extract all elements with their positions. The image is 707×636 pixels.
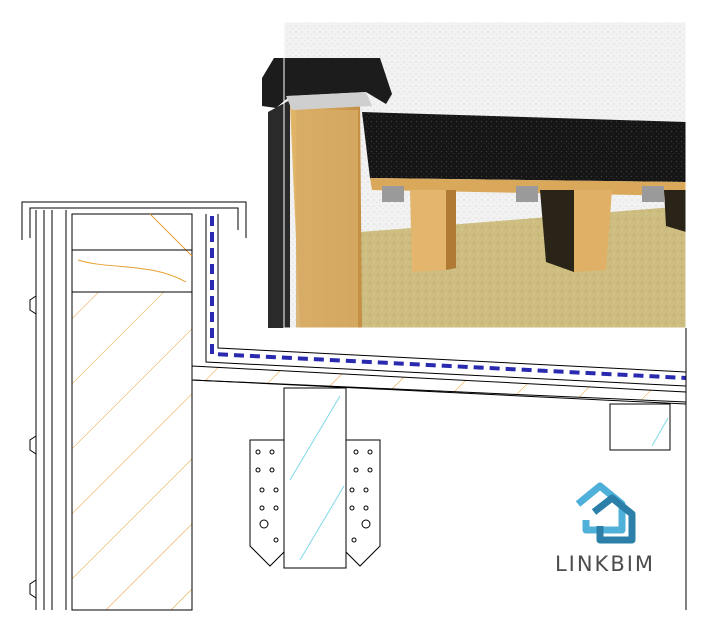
cladding-clip xyxy=(29,579,37,599)
roof-felt xyxy=(362,112,686,182)
hanger-hole xyxy=(349,505,355,511)
joist-glass-hatch xyxy=(289,395,341,481)
section-drawing xyxy=(20,200,687,620)
hanger-hole xyxy=(259,505,265,511)
hanger-plate xyxy=(249,439,285,567)
hanger-hole xyxy=(273,537,279,543)
joist-glass-hatch xyxy=(651,417,669,447)
perspective-render xyxy=(262,21,687,329)
hanger-hole xyxy=(255,467,261,473)
coping-line xyxy=(21,201,247,240)
joist-glass-hatch xyxy=(299,485,345,561)
hanger-hole xyxy=(367,467,373,473)
coping-line-inner xyxy=(29,207,239,238)
cladding-clip xyxy=(29,435,37,455)
top-plate-section xyxy=(71,213,193,293)
cladding-strip xyxy=(268,100,290,328)
hanger-hole xyxy=(361,519,371,529)
waterproof-membrane xyxy=(210,216,687,380)
cladding-clip xyxy=(29,295,37,315)
joist-side xyxy=(540,190,574,272)
hanger-hole xyxy=(353,449,359,455)
hanger-hole xyxy=(353,467,359,473)
hanger-hole xyxy=(349,487,355,493)
parapet-timber-face xyxy=(296,110,358,328)
top-plate-grain xyxy=(149,213,193,257)
hanger-hole xyxy=(269,467,275,473)
joist-section-right xyxy=(609,403,671,451)
membrane-edge xyxy=(205,214,687,387)
hanger-hole xyxy=(367,449,373,455)
hanger-hole xyxy=(363,505,369,511)
membrane-edge xyxy=(217,214,687,373)
top-plate-grain xyxy=(77,259,187,283)
joist xyxy=(572,190,612,272)
hanger-hole xyxy=(259,519,269,529)
hanger-hole xyxy=(363,487,369,493)
brand-logo: LINKBIM xyxy=(540,478,670,588)
hanger-hole xyxy=(273,487,279,493)
coping-flashing xyxy=(286,92,372,110)
joist-hanger-left xyxy=(249,439,285,567)
joist xyxy=(410,190,446,272)
hanger-hole xyxy=(273,505,279,511)
joist-hanger xyxy=(516,186,538,202)
joist xyxy=(664,190,686,232)
hanger-hole xyxy=(351,537,357,543)
deck-line xyxy=(191,379,687,405)
joist-hanger xyxy=(642,186,664,202)
joist-side xyxy=(446,190,456,270)
joist-hanger-right xyxy=(345,439,381,567)
joist-hanger xyxy=(382,186,404,202)
hanger-hole xyxy=(255,449,261,455)
coping-cap xyxy=(262,58,392,108)
hanger-hole xyxy=(259,487,265,493)
roof-joists xyxy=(382,186,686,272)
brand-name: LINKBIM xyxy=(554,552,656,576)
hanger-plate xyxy=(345,439,381,567)
hanger-hole xyxy=(269,449,275,455)
two-houses-logo-icon xyxy=(575,482,636,544)
